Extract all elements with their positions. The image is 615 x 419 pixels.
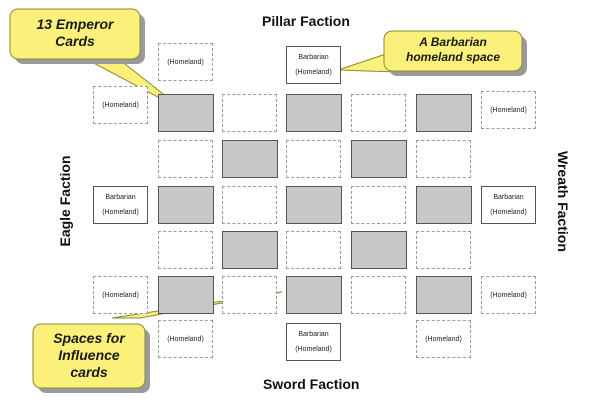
emperor-card xyxy=(222,231,278,269)
influence-space xyxy=(286,140,341,178)
emperor-card xyxy=(416,94,472,132)
homeland-label: (Homeland) xyxy=(425,335,462,343)
homeland-label: (Homeland) xyxy=(167,335,204,343)
homeland-label: (Homeland) xyxy=(490,209,527,216)
homeland-label: (Homeland) xyxy=(102,291,139,299)
homeland-label: (Homeland) xyxy=(490,291,527,299)
homeland-space: (Homeland) xyxy=(93,276,148,314)
emperor-card xyxy=(158,186,214,224)
influence-space xyxy=(222,186,277,224)
emperor-card xyxy=(286,276,342,314)
barbarian-callout: A Barbarian homeland space xyxy=(384,35,522,65)
barbarian-callout-line1: A Barbarian xyxy=(419,35,487,49)
barbarian-callout-line2: homeland space xyxy=(405,50,501,64)
barbarian-callout-box xyxy=(383,30,523,72)
barbarian-label: Barbarian xyxy=(298,331,329,338)
influence-callout-line2: Influence xyxy=(58,347,120,363)
homeland-label: (Homeland) xyxy=(490,106,527,114)
influence-space xyxy=(286,231,341,269)
emperor-card xyxy=(286,186,342,224)
homeland-space: (Homeland) xyxy=(93,86,148,124)
barbarian-homeland-space: Barbarian (Homeland) xyxy=(286,323,341,361)
emperor-callout-box xyxy=(9,8,141,60)
barbarian-label: Barbarian xyxy=(298,54,329,61)
homeland-space: (Homeland) xyxy=(158,320,213,358)
influence-callout: Spaces for Influence cards xyxy=(33,330,145,381)
influence-space xyxy=(158,140,213,178)
homeland-space: (Homeland) xyxy=(481,276,536,314)
emperor-callout: 13 Emperor Cards xyxy=(10,16,140,50)
homeland-label: (Homeland) xyxy=(102,209,139,216)
barbarian-homeland-space: Barbarian (Homeland) xyxy=(286,46,341,84)
homeland-space: (Homeland) xyxy=(416,320,471,358)
influence-space xyxy=(351,276,406,314)
influence-space xyxy=(416,140,471,178)
influence-callout-box xyxy=(32,323,146,389)
barbarian-homeland-space: Barbarian (Homeland) xyxy=(481,186,536,224)
influence-space xyxy=(416,231,471,269)
influence-space xyxy=(158,231,213,269)
influence-space xyxy=(351,94,406,132)
emperor-card xyxy=(351,140,407,178)
homeland-space: (Homeland) xyxy=(481,91,536,129)
homeland-label: (Homeland) xyxy=(167,58,204,66)
emperor-card xyxy=(158,94,214,132)
emperor-card xyxy=(351,231,407,269)
emperor-callout-line2: Cards xyxy=(55,33,95,49)
barbarian-label: Barbarian xyxy=(493,194,524,201)
emperor-card xyxy=(158,276,214,314)
influence-space xyxy=(222,276,277,314)
influence-callout-line3: cards xyxy=(70,364,108,380)
influence-space xyxy=(351,186,406,224)
faction-top-label: Pillar Faction xyxy=(262,13,350,29)
homeland-label: (Homeland) xyxy=(295,346,332,353)
homeland-space: (Homeland) xyxy=(158,43,213,81)
emperor-callout-line1: 13 Emperor xyxy=(36,16,114,32)
influence-callout-line1: Spaces for xyxy=(53,330,125,346)
emperor-card xyxy=(416,276,472,314)
influence-space xyxy=(222,94,277,132)
homeland-label: (Homeland) xyxy=(295,69,332,76)
faction-bottom-label: Sword Faction xyxy=(263,376,360,392)
barbarian-label: Barbarian xyxy=(105,194,136,201)
homeland-label: (Homeland) xyxy=(102,101,139,109)
emperor-card xyxy=(286,94,342,132)
barbarian-homeland-space: Barbarian (Homeland) xyxy=(93,186,148,224)
emperor-card xyxy=(222,140,278,178)
emperor-card xyxy=(416,186,472,224)
